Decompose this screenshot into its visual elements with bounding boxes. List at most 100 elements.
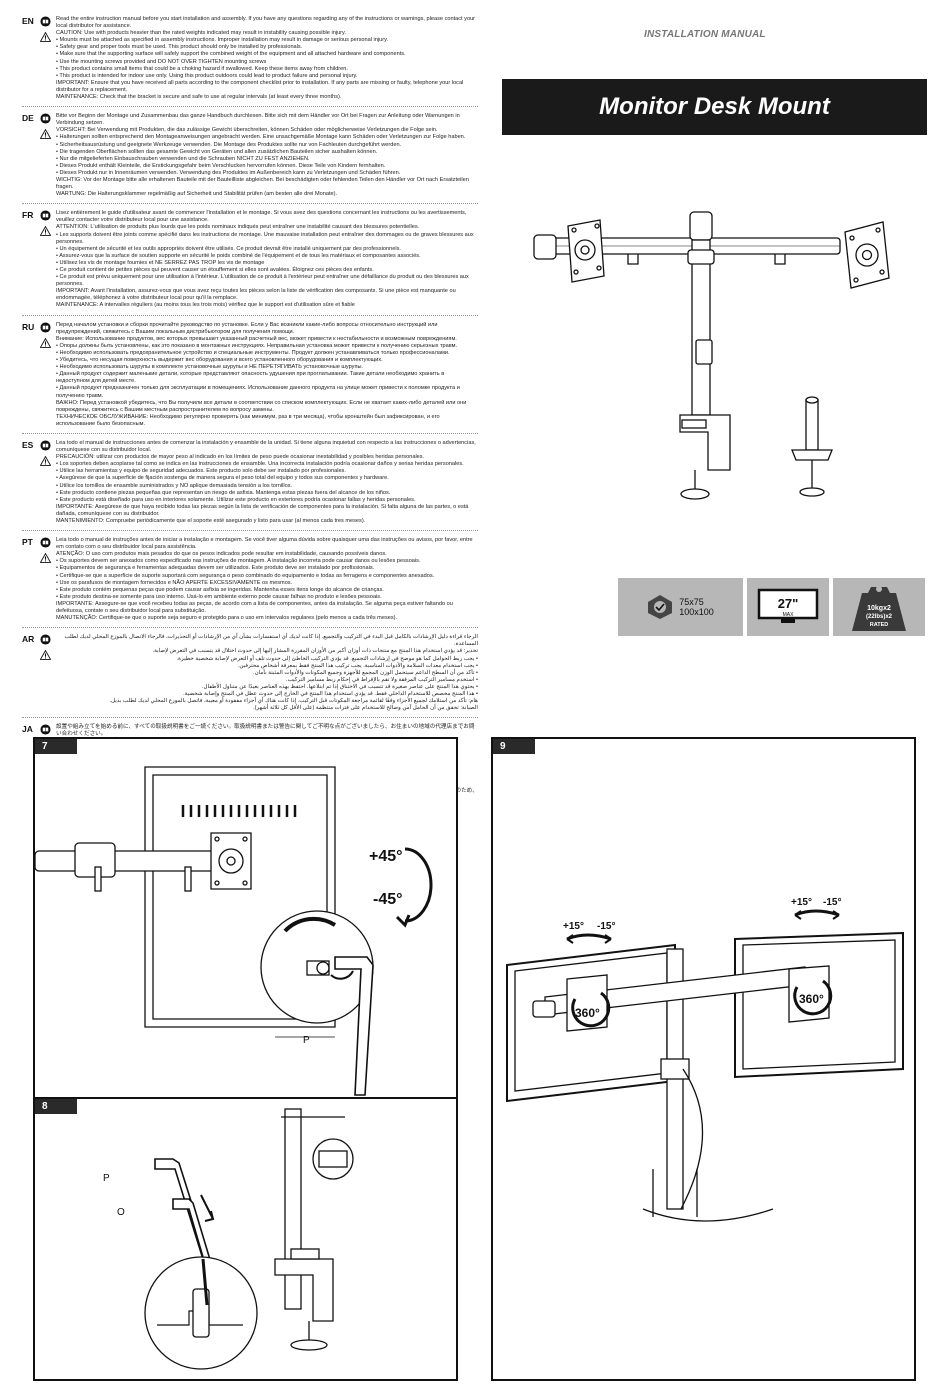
instruction-line: • This product is intended for indoor us… <box>56 72 358 79</box>
instruction-line: MANTENIMIENTO: Compruebe periódicamente … <box>56 518 366 524</box>
instruction-line: • Use os parafusos de montagem fornecido… <box>56 579 293 586</box>
screen-size-caption: MAX <box>783 612 795 618</box>
instruction-line: • تأكد من أن السطح الداعم سيتحمل الوزن ا… <box>253 669 478 676</box>
instruction-line: 設置や組み立てを始める前に、すべての取扱説明書をご一読ください。取扱説明書または… <box>56 724 475 738</box>
instruction-line: • Los soportes deben acoplarse tal como … <box>56 461 464 468</box>
instruction-line: • This product contains small items that… <box>56 65 348 72</box>
warning-icon <box>40 129 51 140</box>
step-7-panel: +45° -45° P 7 <box>33 737 458 1099</box>
page-title: Monitor Desk Mount <box>599 93 830 120</box>
read-manual-icon <box>40 16 51 27</box>
instruction-line: IMPORTANT: Ensure that you have received… <box>56 79 464 93</box>
rotation-down-label: -45° <box>373 891 403 908</box>
instruction-line: الصيانة: تحقق من أن الحامل آمن وصالح للا… <box>253 705 478 712</box>
instruction-line: • Необходимо использовать предохранитель… <box>56 349 450 356</box>
read-manual-icon <box>40 537 51 548</box>
step-8-panel: P O 8 <box>33 1097 458 1381</box>
instruction-line: • Asegúrese de que la superficie de fija… <box>56 475 389 482</box>
instruction-line: IMPORTANTE: Assegure-se que você recebeu… <box>56 600 453 615</box>
instruction-line: ВАЖНО: Перед установкой убедитесь, что В… <box>56 399 467 413</box>
desk-clamp <box>679 414 731 500</box>
instruction-line: MANUTENÇÃO: Certifique-se que o suporte … <box>56 615 398 622</box>
weight-line-2: (22lbs)x2 <box>866 614 893 620</box>
weight-line-1: 10kgx2 <box>867 605 891 612</box>
lang-code: FR <box>22 210 34 221</box>
title-bar: Monitor Desk Mount <box>502 79 927 135</box>
read-manual-icon <box>40 440 51 451</box>
part-label-p: P <box>103 1173 110 1184</box>
instruction-line: Bitte vor Beginn der Montage und Zusamme… <box>56 113 460 127</box>
weight-line-3: RATED <box>870 622 889 628</box>
warning-icon <box>40 455 51 466</box>
instruction-line: Lisez entièrement le guide d'utilisateur… <box>56 210 467 224</box>
read-manual-icon <box>40 210 51 221</box>
weight-badge: 10kgx2 (22lbs)x2 RATED <box>833 578 925 636</box>
instruction-line: • Sicherheitsausrüstung und geeignete We… <box>56 141 402 148</box>
instruction-line: • Halterungen sollten entsprechend den M… <box>56 134 466 141</box>
warning-icon <box>40 226 51 237</box>
read-manual-icon <box>40 113 51 124</box>
instruction-line: • Ce produit contient de petites pièces … <box>56 267 374 273</box>
lang-code: ES <box>22 439 34 450</box>
instruction-line: • Dieses Produkt enthält Kleinteile, die… <box>56 162 386 169</box>
product-illustration <box>533 211 890 500</box>
instruction-line: • Equipamentos de segurança e ferramenta… <box>56 565 375 572</box>
screen-size-badge: 27" MAX <box>747 578 829 636</box>
rotation-up-label: +45° <box>369 848 403 865</box>
step-9-panel: 360° 360° +15° -15° +15° -15° 9 <box>491 737 916 1381</box>
instruction-line: • Ce produit est prévu uniquement pour u… <box>56 274 469 288</box>
instruction-line: • Os suportes devem ser anexados como es… <box>56 558 421 565</box>
lang-code: RU <box>22 321 35 332</box>
lang-code: DE <box>22 113 34 124</box>
instruction-line: • Este produto destina-se somente para u… <box>56 593 382 600</box>
vesa-size-2: 100x100 <box>679 607 714 617</box>
instruction-line: • Safety gear and proper tools must be u… <box>56 44 303 51</box>
instruction-line: Leia todo o manual de instruções antes d… <box>56 537 473 551</box>
instruction-line: WICHTIG: Vor der Montage bitte alle erha… <box>56 176 469 191</box>
lang-code: EN <box>22 16 34 26</box>
instruction-line: Lea todo el manual de instrucciones ante… <box>56 439 476 454</box>
instruction-line: IMPORTANTE: Asegúrese de que haya recibi… <box>56 503 469 517</box>
instruction-line: • Les supports doivent être joints comme… <box>56 231 474 245</box>
screen-size-value: 27" <box>778 596 799 611</box>
instruction-line: IMPORTANT: Avant l'installation, assurez… <box>56 288 456 302</box>
instruction-line: هام: تأكد من استلامك لجميع الأجزاء وفقًا… <box>109 698 479 705</box>
instruction-line: MAINTENANCE: Check that the bracket is s… <box>56 94 342 101</box>
instruction-line: • Убедитесь, что несущая поверхность выд… <box>56 357 383 364</box>
manual-label: INSTALLATION MANUAL <box>644 29 766 40</box>
instruction-line: CAUTION: Use with products heavier than … <box>56 30 346 37</box>
read-manual-icon <box>40 634 51 645</box>
instruction-line: WARTUNG: Die Halterungsklammer regelmäßi… <box>56 191 338 198</box>
weight-icon: 10kgx2 (22lbs)x2 RATED <box>852 586 906 631</box>
instruction-line: • Este producto contiene piezas pequeñas… <box>56 489 391 496</box>
instruction-line: • Опоры должны быть установлены, как это… <box>56 342 458 349</box>
instruction-line: تحذير: قد يؤدي استخدام هذا المنتج مع منت… <box>152 648 478 655</box>
step-7-illustration: +45° -45° P <box>35 766 433 1096</box>
vesa-badge: 75x75 100x100 <box>618 578 743 636</box>
instruction-line: • استخدم مسامير التركيب المرفقة ولا تقم … <box>286 676 478 683</box>
instruction-line: Перед началом установки и сборки прочита… <box>56 321 438 335</box>
instruction-line: • يحتوي هذا المنتج على عناصر صغيرة قد تت… <box>201 683 478 690</box>
instruction-line: • يجب استخدام معدات السلامة والأدوات الم… <box>237 662 478 669</box>
instruction-line: ТЕХНИЧЕСКОЕ ОБСЛУЖИВАНИЕ: Необходимо рег… <box>56 413 440 427</box>
instruction-line: • Mounts must be attached as specified i… <box>56 37 389 44</box>
lang-code: JA <box>22 724 33 735</box>
step-8-illustration: P O <box>103 1108 354 1370</box>
instruction-line: • Utilice las herramientas y equipo de s… <box>56 468 346 475</box>
lang-block-ru: RU Перед началом установки и сборки прочи… <box>22 322 478 434</box>
lang-block-de: DE Bitte vor Beginn der Montage und Zusam… <box>22 113 478 205</box>
monitor-icon: 27" MAX <box>757 588 819 623</box>
instruction-line: • Este producto está diseñado para uso e… <box>56 496 416 503</box>
spec-badges: 75x75 100x100 27" MAX 10kgx2 (22lbs)x2 R… <box>618 578 925 636</box>
grommet-base <box>791 396 833 497</box>
step-7-label: 7 <box>35 739 77 754</box>
vesa-plate-left <box>567 219 605 283</box>
instruction-line: MAINTENANCE: A intervalles réguliers (au… <box>56 302 355 309</box>
instruction-line: • Assurez-vous que la surface de soutien… <box>56 252 421 259</box>
instruction-line: • يجب ربط الحوامل كما هو موضح في إرشادات… <box>176 655 478 662</box>
instruction-line: Внимание: Использование продуктов, вес к… <box>56 335 457 342</box>
instruction-line: • Make sure that the supporting surface … <box>56 51 406 58</box>
